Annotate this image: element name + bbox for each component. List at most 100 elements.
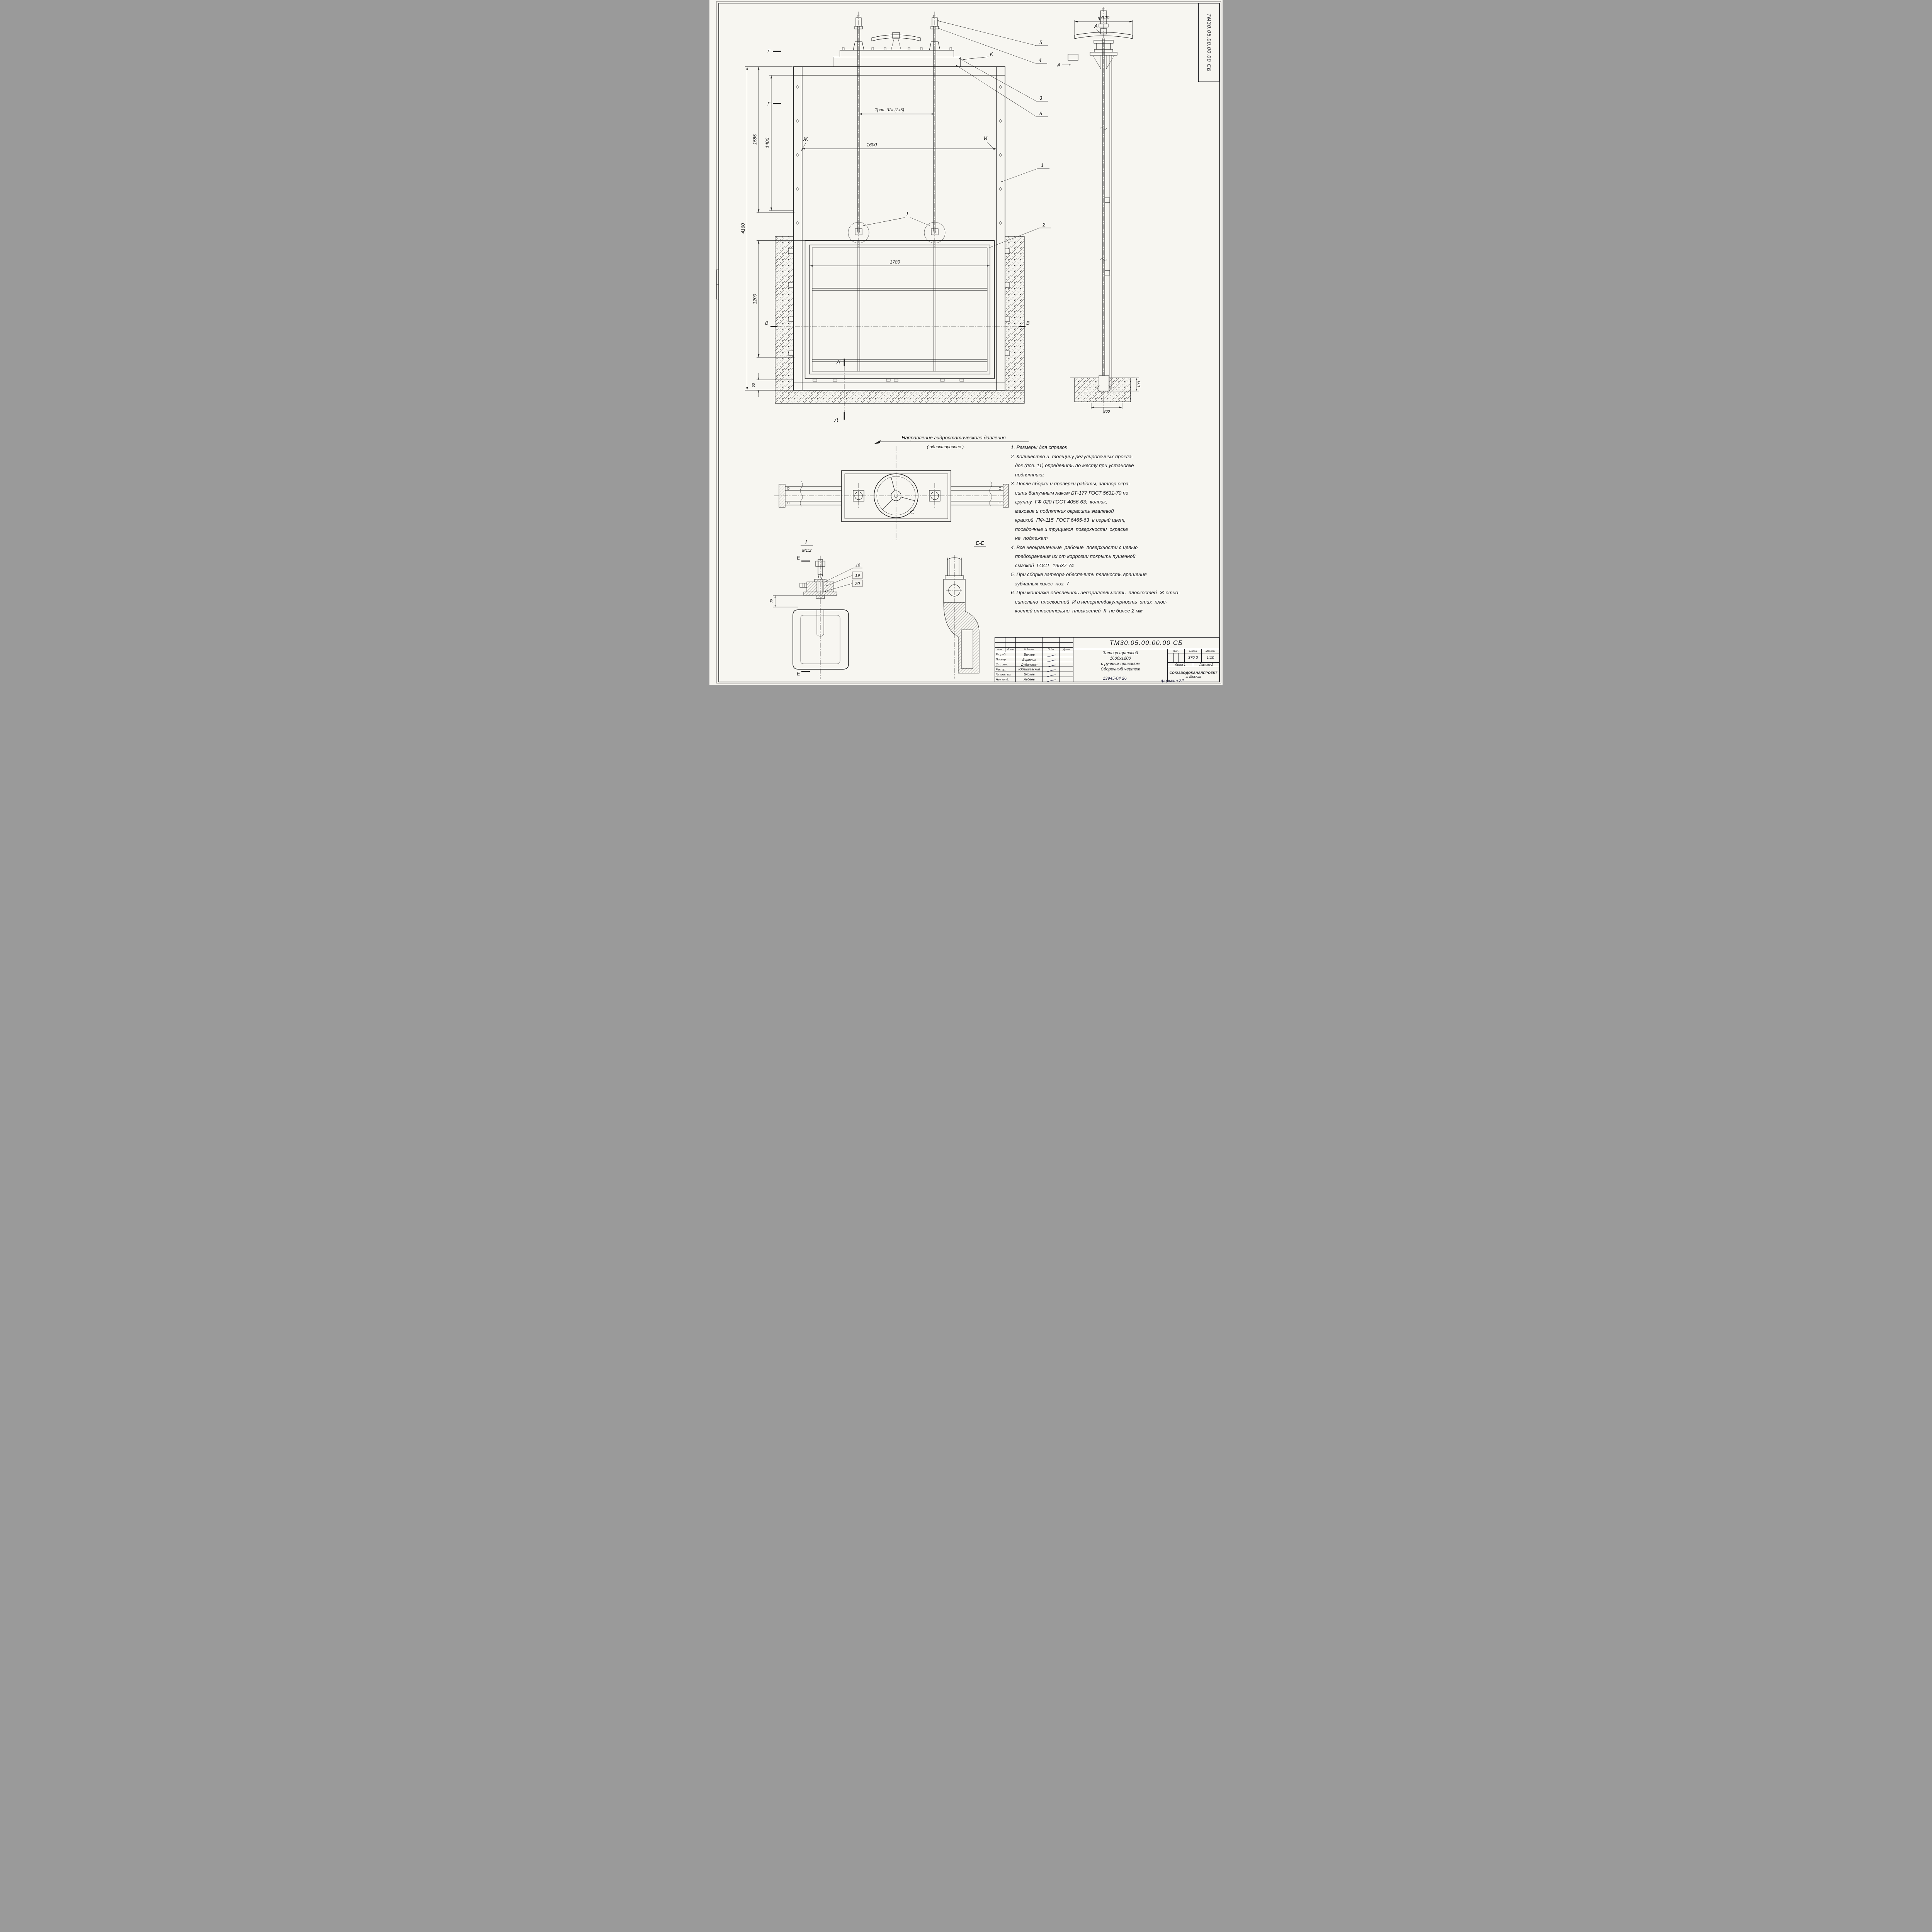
title-block: Изм. Лист N докум. Подп. Дата Разраб. Во… — [995, 637, 1219, 682]
person-signature — [1043, 652, 1060, 657]
note-line: маховик и подпятник окрасить эмалевой — [1011, 508, 1114, 514]
note-line: сительно плоскостей И и неперпендикулярн… — [1011, 599, 1167, 605]
note-line: 2. Количество и толщину регулировочных п… — [1011, 453, 1133, 459]
view-a-marks: А А — [1057, 23, 1100, 68]
lit-cells — [1168, 653, 1185, 662]
dim-4160: 4160 — [740, 223, 746, 233]
note-line: сить битумным лаком БТ-177 ГОСТ 5631-70 … — [1011, 490, 1129, 496]
section-e-e-view: Е-Е — [943, 540, 986, 679]
gate-beam-section — [793, 609, 849, 670]
detail-i-circle-left — [848, 222, 869, 243]
section-v-mark-right: В — [1026, 320, 1030, 326]
section-e-mark-top: Е — [797, 555, 800, 561]
section-v-mark-left: В — [765, 320, 769, 326]
callout-1: 1 — [1041, 162, 1044, 168]
person-date — [1060, 667, 1073, 672]
callout-18: 18 — [855, 563, 861, 568]
person-date — [1060, 677, 1073, 682]
title-block-left: Изм. Лист N докум. Подп. Дата Разраб. Во… — [995, 638, 1073, 682]
dim-1200: 1200 — [752, 294, 758, 304]
signature-stroke — [1046, 677, 1056, 682]
corner-stamp: ТМ30.05.00.00.00 СБ — [1198, 3, 1219, 82]
section-g-mark-bottom: Г — [767, 101, 770, 107]
dim-1585: 1585 — [752, 134, 758, 145]
note-line: краской ПФ-115 ГОСТ 6465-63 в серый цвет… — [1011, 517, 1126, 523]
person-row: Ст. инж. Дубинская — [995, 662, 1073, 667]
person-signature — [1043, 662, 1060, 667]
dim-200: 200 — [1103, 410, 1110, 414]
person-role: Гл. инж. пр. — [995, 672, 1016, 677]
person-name: Дубинская — [1016, 662, 1043, 667]
scale-label: Масшт. — [1206, 650, 1215, 653]
dim-1600: 1600 — [867, 142, 877, 148]
note-line: грунту ГФ-020 ГОСТ 4056-63; колпак, — [1011, 499, 1107, 505]
person-row: Разраб. Волков — [995, 652, 1073, 657]
concrete-wall-right — [1005, 236, 1025, 391]
person-role: Рук. гр. — [995, 667, 1016, 672]
col-data: Дата — [1063, 648, 1070, 651]
callout-8: 8 — [1039, 111, 1043, 116]
col-ndoc: N докум. — [1016, 648, 1043, 652]
detail-i-marker: I — [906, 211, 908, 217]
note-line: костей относительно плоскостей К не боле… — [1011, 608, 1143, 614]
callout-4: 4 — [1039, 57, 1041, 63]
person-name: Волков — [1016, 652, 1043, 657]
note-line: не подлежат — [1011, 535, 1048, 541]
concrete-wall-left — [775, 236, 794, 391]
person-signature — [1043, 672, 1060, 677]
note-line: 1. Размеры для справок — [1011, 444, 1067, 450]
sheets-total: Листов 2 — [1199, 663, 1213, 667]
notes-block: 1. Размеры для справок 2. Количество и то… — [1011, 443, 1219, 616]
view-a-label-top: А — [1094, 23, 1098, 29]
callout-5: 5 — [1039, 39, 1043, 45]
drawing-linework: I 4160 1585 1400 1200 63 Т — [716, 1, 1221, 684]
person-date — [1060, 662, 1073, 667]
col-podp: Подп. — [1043, 648, 1060, 652]
organization-city: г. Москва — [1185, 674, 1201, 679]
mass-label: Масса — [1185, 649, 1202, 653]
callout-3: 3 — [1039, 95, 1043, 101]
person-row: Гл. инж. пр. Блоков — [995, 672, 1073, 677]
dim-63: 63 — [752, 383, 756, 388]
person-role: Разраб. — [995, 652, 1016, 657]
dim-1780: 1780 — [890, 259, 900, 265]
note-line: 5. При сборке затвора обеспечить плавнос… — [1011, 571, 1147, 577]
person-row: Провер. Бортник — [995, 657, 1073, 662]
callout-2: 2 — [1042, 222, 1046, 228]
sheet-frame — [716, 1, 1221, 684]
detail-i-view: I М1:2 Е Е 18 19 — [769, 539, 863, 679]
front-view: I 4160 1585 1400 1200 63 Т — [740, 12, 1051, 422]
signature-stroke — [1046, 667, 1056, 672]
plane-k-label: К — [990, 51, 993, 57]
person-role: Нач. отд. — [995, 677, 1016, 682]
plane-i-label: И — [984, 135, 988, 141]
callout-20: 20 — [855, 582, 860, 586]
side-dimensions: ф320 100 200 — [1074, 15, 1141, 414]
plane-zh-label: Ж — [803, 136, 808, 142]
detail-i-circle-right — [924, 222, 946, 243]
person-date — [1060, 652, 1073, 657]
sheet-number: Лист 1 — [1168, 663, 1193, 667]
thrust-pad — [816, 595, 825, 599]
note-line: смазкой ГОСТ 19537-74 — [1011, 562, 1074, 568]
note-line: посадочные и трущиеся поверхности окраск… — [1011, 526, 1128, 532]
plan-channels — [779, 481, 1009, 508]
detail-i-scale: М1:2 — [802, 548, 811, 553]
drawing-title-line: Сборочный чертеж — [1100, 667, 1140, 672]
handwheel-plan — [874, 473, 918, 518]
person-date — [1060, 657, 1073, 662]
plan-view: Направление гидростатического давления (… — [774, 435, 1029, 541]
signature-stroke — [1046, 657, 1056, 662]
note-line: 6. При монтаже обеспечить непараллельнос… — [1011, 590, 1180, 595]
scale-value: 1:10 — [1206, 656, 1214, 660]
col-izm: Изм. — [995, 648, 1005, 652]
person-signature — [1043, 657, 1060, 662]
signature-stroke — [1046, 662, 1056, 667]
revision-header-row: Изм. Лист N докум. Подп. Дата — [995, 648, 1073, 652]
dim-30: 30 — [769, 599, 774, 604]
person-name: Блоков — [1016, 672, 1043, 677]
person-date — [1060, 672, 1073, 677]
section-d-mark-bottom: Д — [834, 417, 838, 422]
note-line: зубчатых колес поз. 7 — [1011, 580, 1069, 587]
handwheel-front — [871, 34, 921, 41]
